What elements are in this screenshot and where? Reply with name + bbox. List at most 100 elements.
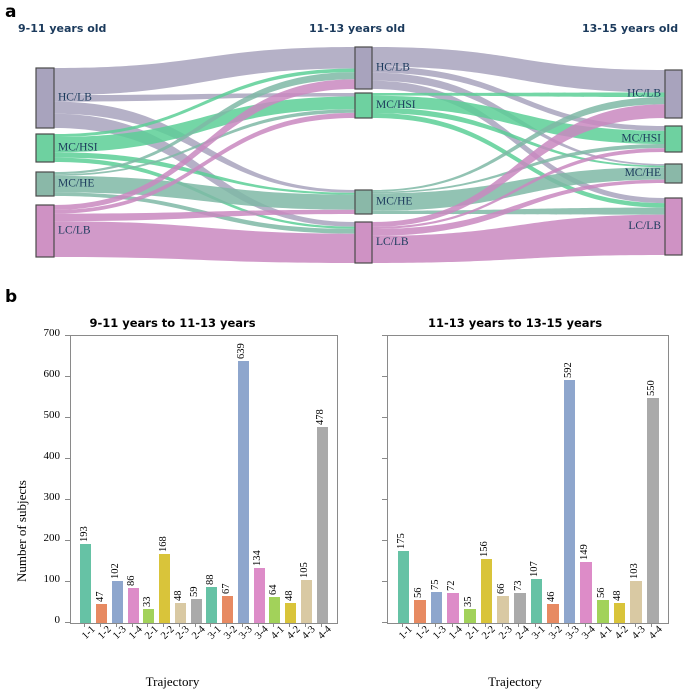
sankey-flow [54,175,355,210]
x-tick-label: 2-2 [480,624,499,642]
sankey-flow [54,68,355,137]
x-tick-label: 2-1 [142,624,161,642]
x-tick-label: 2-3 [497,624,515,642]
bar-slot: 168 [157,336,173,623]
bar-value-label: 48 [612,590,624,602]
bar-3-4[interactable]: 149 [579,544,592,623]
bar-4-1[interactable]: 56 [596,588,609,623]
bar-2-2[interactable]: 168 [158,536,171,623]
sankey-flow [372,214,665,263]
sankey-node-label: HC/LB [58,92,92,104]
bar-4-3[interactable]: 105 [299,562,312,623]
bar-2-1[interactable]: 35 [463,596,476,623]
sankey-node[interactable] [354,92,373,119]
bar-2-4[interactable]: 59 [189,586,202,623]
bar-1-1[interactable]: 175 [396,534,410,623]
bar-2-3[interactable]: 48 [173,591,186,623]
x-tick-mark [534,623,536,627]
bar-3-3[interactable]: 592 [563,363,576,623]
y-tick-mark [382,458,387,459]
sankey-node[interactable] [664,163,683,184]
bar-4-2[interactable]: 48 [612,591,626,623]
bar-4-2[interactable]: 48 [284,591,297,623]
panel-b-letter: b [5,287,18,307]
sankey-node[interactable] [35,171,55,197]
bar-slot: 56 [595,336,612,623]
bar-slot: 102 [110,336,126,623]
bar-3-2[interactable]: 46 [546,592,559,623]
bar-value-label: 73 [512,580,524,592]
bar-3-4[interactable]: 134 [252,550,265,623]
x-tick-mark [401,623,403,627]
bar-3-3[interactable]: 639 [236,343,249,623]
y-tick-mark [65,540,70,541]
sankey-node[interactable] [35,133,55,163]
chart-left-x-axis-label: Trajectory [145,674,200,689]
bar-value-label: 193 [78,526,90,542]
y-tick-mark [65,335,70,336]
bar-slot: 103 [628,336,645,623]
y-tick-mark [382,499,387,500]
x-tick-mark [320,623,322,627]
sankey-node-label: MC/HSI [376,99,416,111]
bar-4-4[interactable]: 478 [315,409,328,623]
sankey-node[interactable] [664,125,683,153]
x-tick-mark [304,623,306,627]
bar-slot: 550 [644,336,661,623]
x-tick-mark [617,623,619,627]
sankey-node[interactable] [664,69,683,119]
x-tick-mark [100,623,102,627]
y-tick-label: 200 [43,532,61,544]
bar-2-3[interactable]: 66 [496,583,509,623]
sankey-node[interactable] [354,46,373,90]
sankey-flow [372,148,665,230]
x-tick-label: 3-2 [546,624,565,642]
sankey-node-label: HC/LB [376,62,410,74]
x-tick-label: 1-2 [413,624,432,642]
sankey-node[interactable] [35,204,55,258]
bar-slot: 48 [283,336,299,623]
bar-2-2[interactable]: 156 [479,541,493,623]
bar-3-2[interactable]: 67 [221,583,234,623]
sankey-node-label: MC/HE [625,167,661,179]
bar-1-3[interactable]: 102 [110,563,123,623]
x-tick-label: 4-4 [646,624,665,642]
sankey-node[interactable] [354,221,373,264]
bar-2-1[interactable]: 33 [142,597,155,623]
bar-value-label: 107 [529,561,541,578]
sankey-node[interactable] [35,67,55,129]
bar-1-3[interactable]: 75 [430,580,443,623]
x-tick-label: 4-2 [613,624,632,642]
sankey-flow [372,92,665,98]
bar-1-4[interactable]: 86 [126,575,139,623]
sankey-flow [54,47,355,96]
bar-1-4[interactable]: 72 [446,581,459,623]
bar-3-1[interactable]: 107 [529,561,543,623]
x-tick-mark [601,623,603,627]
bar-1-2[interactable]: 56 [413,588,426,623]
sankey-node[interactable] [664,197,683,256]
bar-2-4[interactable]: 73 [513,581,526,623]
x-tick-mark [273,623,275,627]
bar-value-label: 47 [94,591,106,602]
sankey-node-label: MC/HE [376,196,412,208]
bar-value-label: 88 [204,574,216,585]
sankey-flow [372,66,665,131]
bar-slot: 59 [188,336,204,623]
sankey-flow [372,107,665,168]
bar-4-4[interactable]: 550 [646,380,659,623]
sankey-node[interactable] [354,189,373,215]
sankey-flow [372,95,665,145]
bar-1-2[interactable]: 47 [95,591,108,623]
bar-4-1[interactable]: 64 [268,584,281,623]
bar-4-3[interactable]: 103 [629,563,642,623]
bar-3-1[interactable]: 88 [205,574,218,623]
bar-1-1[interactable]: 193 [79,526,92,623]
sankey-flow [54,152,355,195]
bar-slot: 48 [173,336,189,623]
bar-slot: 639 [236,336,252,623]
chart-right-x-axis-label: Trajectory [488,674,542,689]
